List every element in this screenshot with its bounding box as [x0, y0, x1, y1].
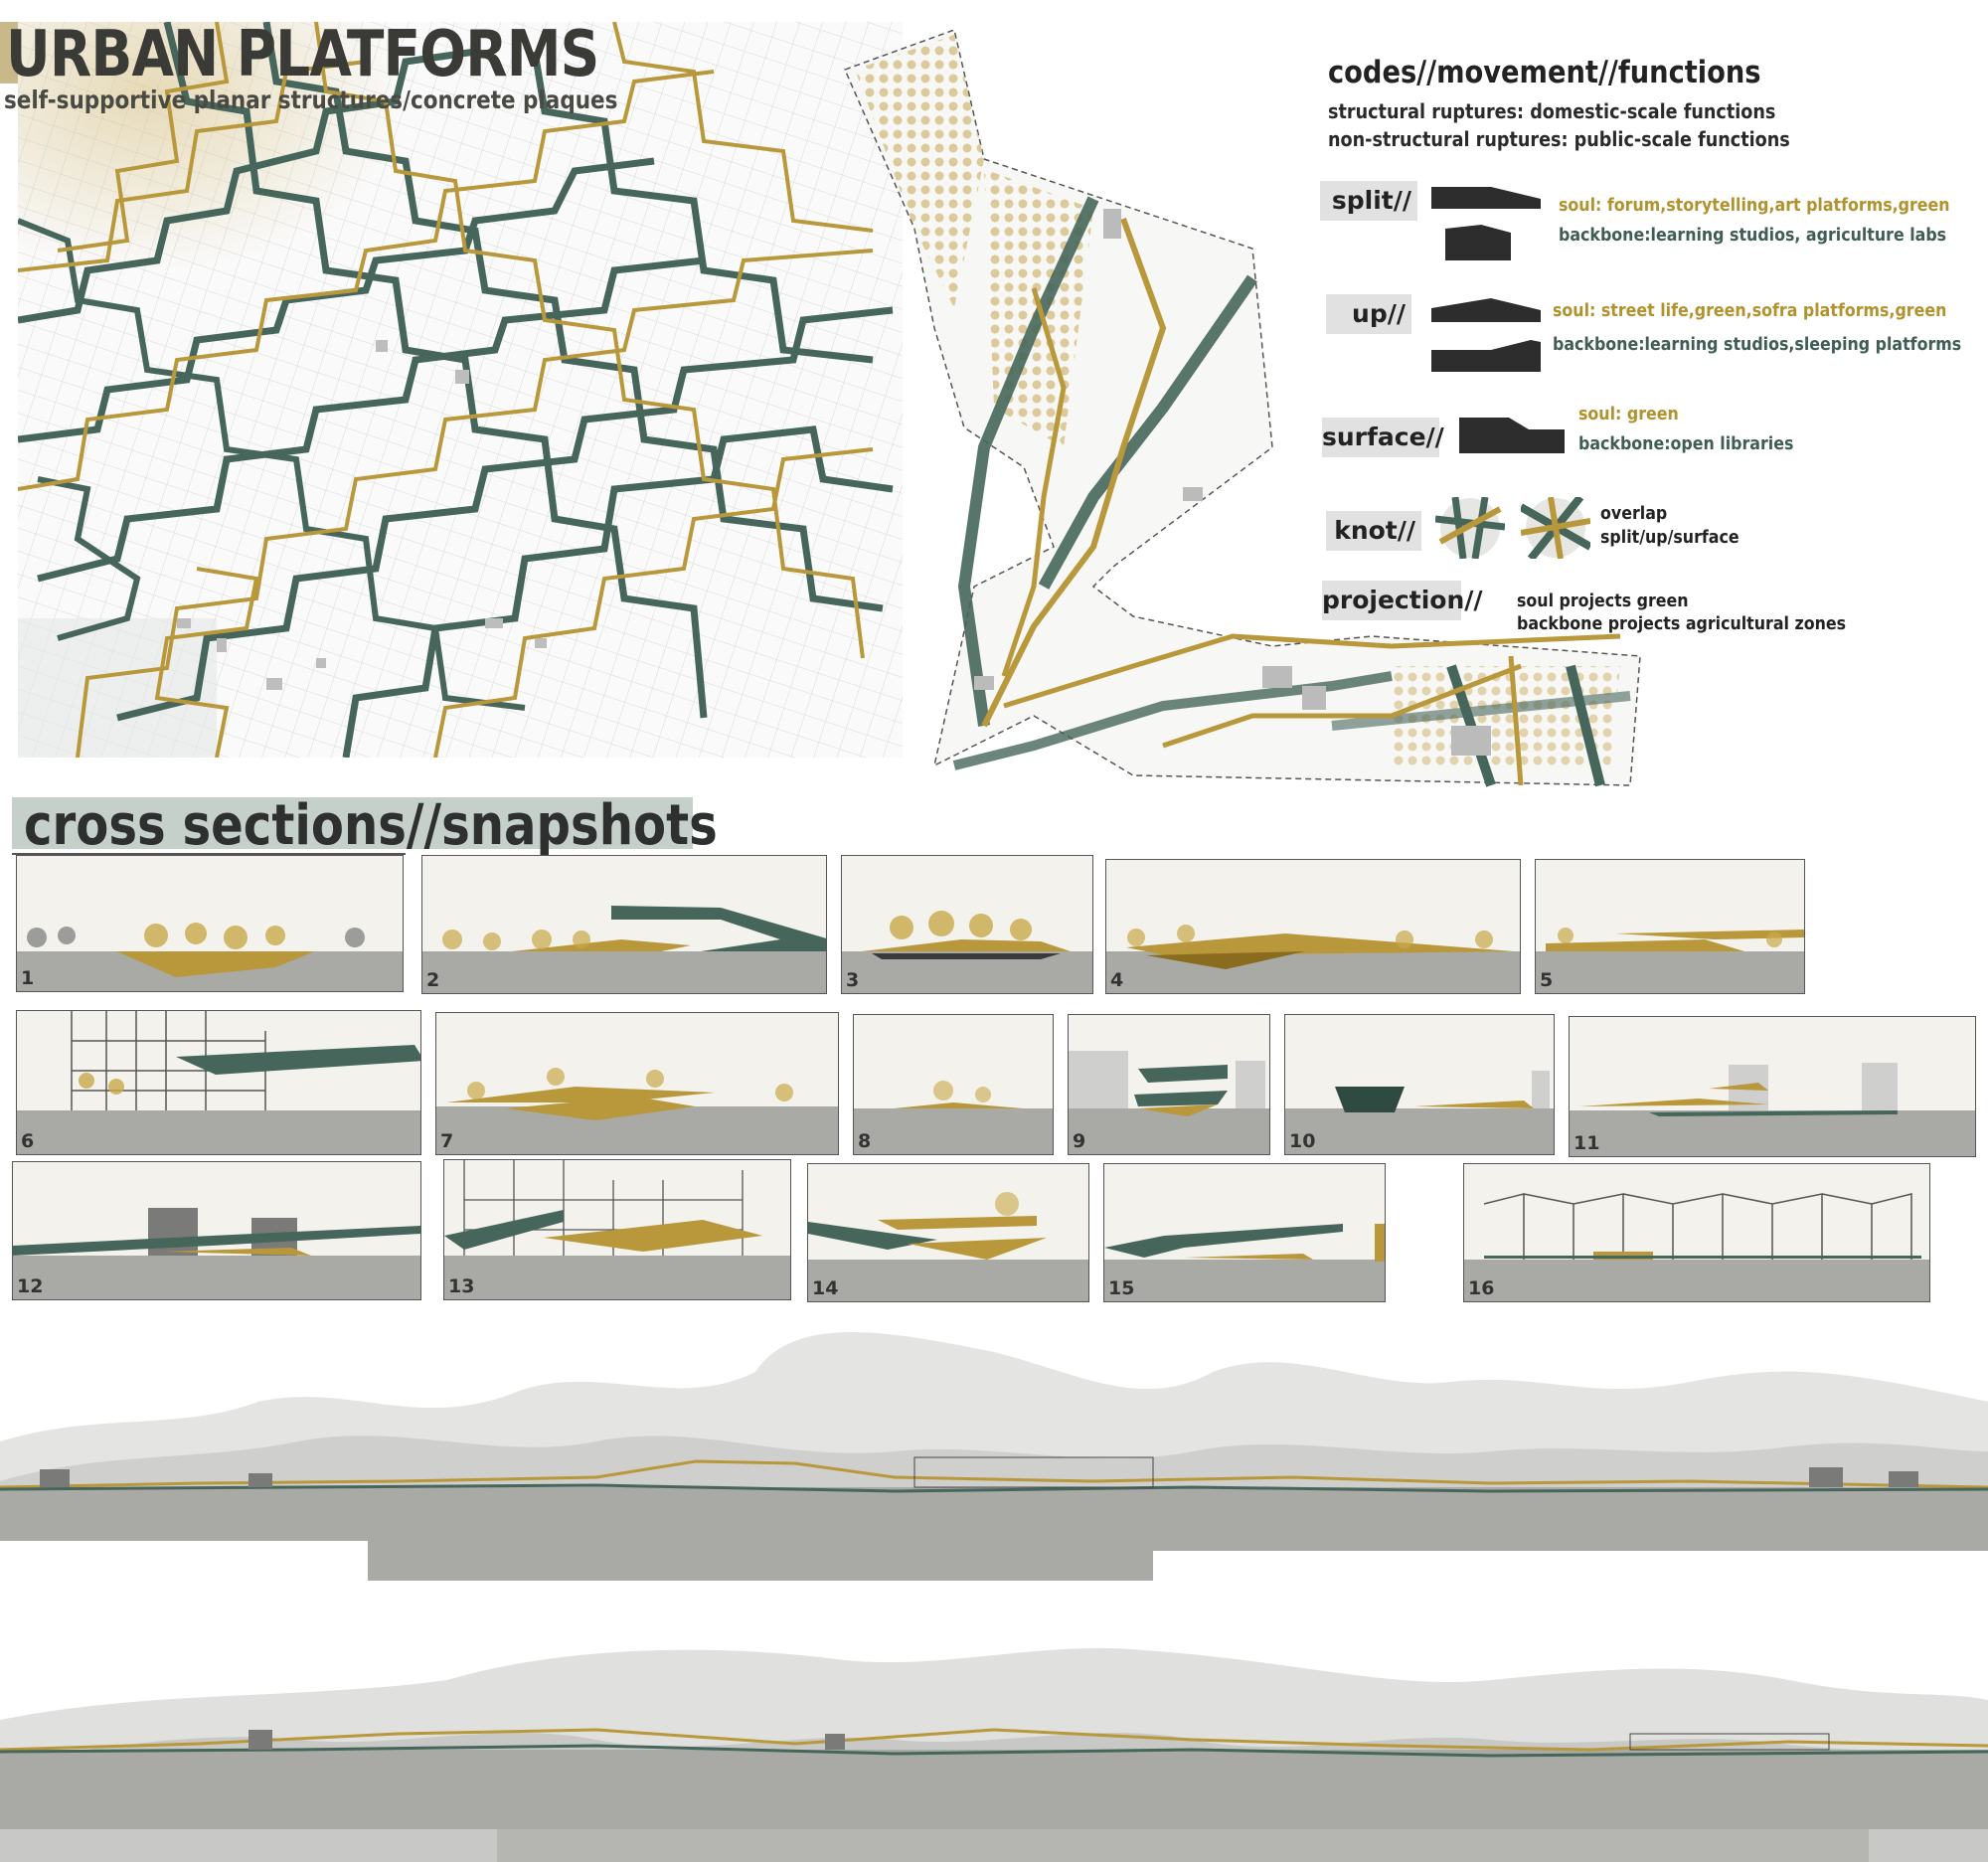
section-snapshot-2: 2: [421, 855, 827, 994]
code-tag-knot: knot//: [1326, 511, 1421, 551]
section-snapshot-13: 13: [443, 1159, 791, 1300]
section-snapshot-1: 1: [16, 855, 404, 992]
up-icon: [1431, 298, 1541, 372]
surface-backbone-text: backbone:open libraries: [1578, 433, 1794, 454]
section-number-10: 10: [1289, 1130, 1316, 1152]
projection-note-backbone: backbone projects agricultural zones: [1517, 613, 1847, 634]
city-network-map: [18, 22, 903, 758]
section-3-drawing: [842, 911, 1092, 993]
subtitle: self-supportive planar structures/concre…: [4, 85, 618, 114]
section-number-7: 7: [440, 1130, 454, 1152]
surface-soul-text: soul: green: [1578, 404, 1679, 424]
section-number-5: 5: [1540, 969, 1554, 991]
overlap-knot-icon: [1521, 497, 1590, 559]
projection-note-soul: soul projects green: [1517, 591, 1689, 611]
section-6-drawing: [17, 1011, 420, 1154]
up-backbone-text: backbone:learning studios,sleeping platf…: [1553, 334, 1962, 355]
section-snapshot-5: 5: [1535, 859, 1805, 994]
section-snapshot-3: 3: [841, 855, 1093, 994]
section-1-drawing: [17, 923, 403, 991]
section-7-drawing: [436, 1068, 838, 1154]
section-snapshot-8: 8: [853, 1014, 1054, 1155]
section-9-drawing: [1069, 1051, 1269, 1154]
section-number-4: 4: [1110, 969, 1124, 991]
section-4-drawing: [1106, 925, 1520, 993]
section-snapshot-12: 12: [12, 1161, 421, 1300]
section-number-6: 6: [21, 1130, 35, 1152]
section-snapshot-15: 15: [1103, 1163, 1386, 1302]
section-12-drawing: [13, 1208, 420, 1299]
section-8-drawing: [854, 1081, 1053, 1154]
section-number-11: 11: [1574, 1132, 1600, 1154]
code-tag-up: up//: [1326, 294, 1411, 334]
split-icon: [1431, 187, 1541, 260]
section-5-drawing: [1536, 928, 1804, 993]
section-11-drawing: [1570, 1063, 1975, 1156]
section-snapshot-11: 11: [1569, 1016, 1976, 1157]
split-backbone-text: backbone:learning studios, agriculture l…: [1559, 225, 1947, 246]
surface-icon: [1459, 418, 1565, 453]
section-snapshot-9: 9: [1068, 1014, 1270, 1155]
split-soul-text: soul: forum,storytelling,art platforms,g…: [1559, 195, 1950, 216]
up-soul-text: soul: street life,green,sofra platforms,…: [1553, 300, 1947, 321]
section-number-1: 1: [21, 967, 35, 989]
cross-sections-rule: [12, 853, 406, 855]
section-10-drawing: [1285, 1071, 1554, 1154]
section-snapshot-10: 10: [1284, 1014, 1555, 1155]
section-16-drawing: [1464, 1193, 1929, 1301]
code-tag-projection: projection//: [1322, 581, 1483, 620]
section-14-drawing: [808, 1192, 1088, 1301]
section-number-12: 12: [17, 1275, 44, 1297]
panoramic-section-lower: [0, 1647, 1988, 1862]
section-number-9: 9: [1073, 1130, 1086, 1152]
knot-icon: [1435, 497, 1505, 559]
main-title: URBAN PLATFORMS: [6, 18, 599, 91]
section-15-drawing: [1104, 1224, 1385, 1301]
section-snapshot-4: 4: [1105, 859, 1521, 994]
non-structural-ruptures-text: non-structural ruptures: public-scale fu…: [1328, 127, 1790, 151]
section-2-drawing: [422, 906, 826, 993]
panoramic-section-upper: [0, 1332, 1988, 1581]
knot-note-types: split/up/surface: [1600, 527, 1740, 548]
structural-ruptures-text: structural ruptures: domestic-scale func…: [1328, 99, 1776, 123]
code-tag-split: split//: [1320, 181, 1417, 221]
section-snapshot-14: 14: [807, 1163, 1089, 1302]
section-snapshot-7: 7: [435, 1012, 839, 1155]
cross-sections-title: cross sections//snapshots: [24, 793, 718, 858]
legend-title: codes//movement//functions: [1328, 55, 1761, 90]
cross-sections-band: [12, 797, 693, 849]
section-number-3: 3: [846, 969, 860, 991]
section-number-13: 13: [448, 1275, 475, 1297]
section-number-2: 2: [426, 969, 440, 991]
section-snapshot-16: 16: [1463, 1163, 1930, 1302]
code-tag-surface: surface//: [1322, 418, 1444, 457]
section-number-15: 15: [1108, 1277, 1135, 1299]
section-snapshot-6: 6: [16, 1010, 421, 1155]
route-site-plan: [843, 30, 1641, 787]
section-number-14: 14: [812, 1277, 839, 1299]
section-13-drawing: [444, 1160, 790, 1299]
section-number-16: 16: [1468, 1277, 1495, 1299]
knot-note-overlap: overlap: [1600, 503, 1668, 524]
section-number-8: 8: [858, 1130, 872, 1152]
